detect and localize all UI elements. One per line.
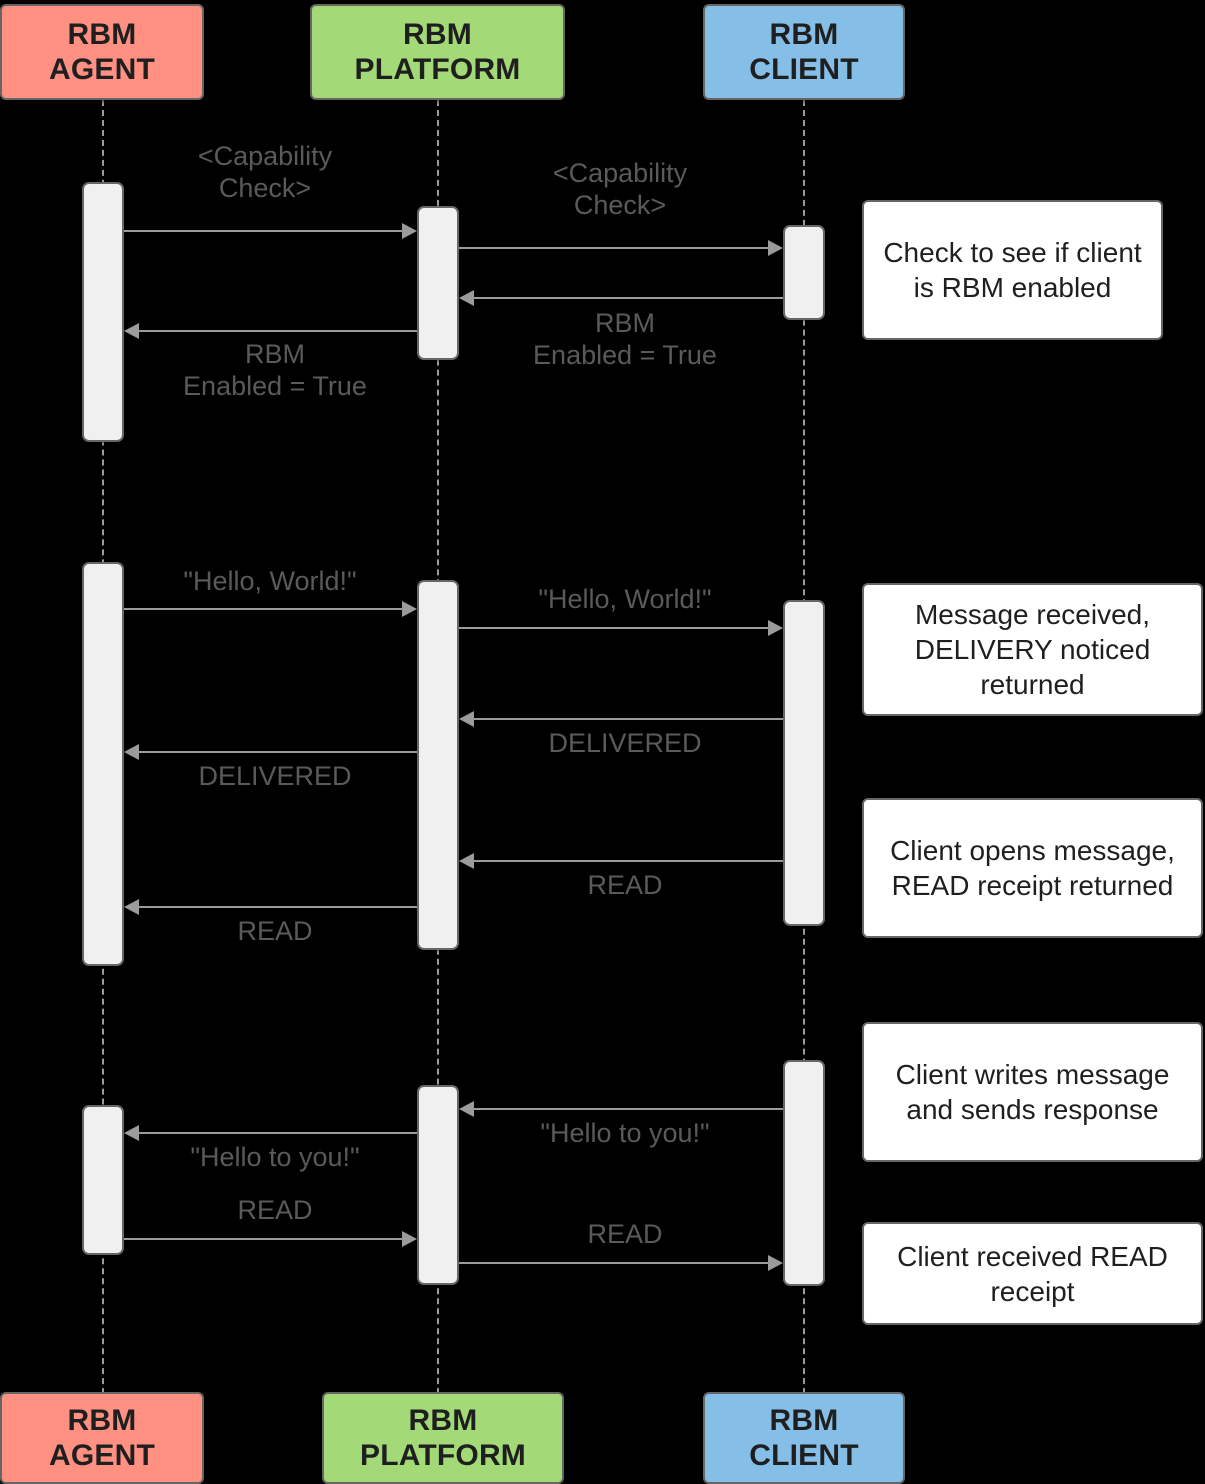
message-label-m11: "Hello to you!" <box>540 1118 710 1148</box>
message-arrowhead-m7 <box>459 711 474 727</box>
message-label-m6: "Hello, World!" <box>538 584 712 614</box>
activation-agent-2[interactable] <box>82 562 124 966</box>
message-arrowhead-m5 <box>402 601 417 617</box>
message-line-m8 <box>139 751 417 753</box>
message-label-m14: READ <box>587 1219 663 1249</box>
note-client-opens-message: Client opens message, READ receipt retur… <box>862 798 1203 938</box>
activation-client-2[interactable] <box>783 600 825 926</box>
activation-platform-1[interactable] <box>417 206 459 360</box>
message-label-m2: <Capability Check> <box>552 158 688 221</box>
activation-platform-3[interactable] <box>417 1085 459 1285</box>
actor-header-client-line1: RBM <box>769 17 839 51</box>
message-label-m10: READ <box>237 916 313 946</box>
message-arrowhead-m12 <box>124 1125 139 1141</box>
actor-header-agent-line1: RBM <box>67 17 137 51</box>
activation-agent-1[interactable] <box>82 182 124 442</box>
message-line-m13 <box>124 1238 402 1240</box>
message-label-m13: READ <box>237 1195 313 1225</box>
actor-footer-client-line2: CLIENT <box>749 1439 859 1472</box>
actor-footer-platform-line2: PLATFORM <box>359 1439 526 1472</box>
message-line-m6 <box>459 627 768 629</box>
message-label-m4: RBM Enabled = True <box>183 339 367 402</box>
activation-platform-2[interactable] <box>417 580 459 950</box>
message-line-m1 <box>124 230 402 232</box>
actor-footer-agent[interactable]: RBM AGENT <box>0 1392 204 1484</box>
message-line-m10 <box>139 906 417 908</box>
note-client-received-read-text: Client received READ receipt <box>897 1240 1168 1307</box>
message-arrowhead-m14 <box>768 1255 783 1271</box>
message-arrowhead-m9 <box>459 853 474 869</box>
note-client-writes-message-text: Client writes message and sends response <box>895 1059 1170 1125</box>
note-capability-check: Check to see if client is RBM enabled <box>862 200 1163 340</box>
message-line-m4 <box>139 330 417 332</box>
message-line-m12 <box>139 1132 417 1134</box>
note-message-received: Message received, DELIVERY noticed retur… <box>862 583 1203 716</box>
note-client-opens-message-text: Client opens message, READ receipt retur… <box>890 835 1175 901</box>
actor-footer-platform[interactable]: RBM PLATFORM <box>322 1392 564 1484</box>
message-line-m3 <box>474 297 783 299</box>
actor-footer-client-line1: RBM <box>769 1403 839 1437</box>
message-label-m1: <Capability Check> <box>197 141 333 204</box>
message-line-m7 <box>474 718 783 720</box>
actor-footer-client[interactable]: RBM CLIENT <box>703 1392 905 1484</box>
message-label-m7: DELIVERED <box>548 728 702 758</box>
activation-agent-3[interactable] <box>82 1105 124 1255</box>
note-message-received-text: Message received, DELIVERY noticed retur… <box>914 599 1151 700</box>
message-label-m5: "Hello, World!" <box>183 566 357 596</box>
message-arrowhead-m1 <box>402 223 417 239</box>
message-label-m12: "Hello to you!" <box>190 1142 360 1172</box>
message-arrowhead-m2 <box>768 240 783 256</box>
actor-header-platform[interactable]: RBM PLATFORM <box>310 4 565 100</box>
message-line-m2 <box>459 247 768 249</box>
message-line-m11 <box>474 1108 783 1110</box>
message-arrowhead-m8 <box>124 744 139 760</box>
message-line-m5 <box>124 608 402 610</box>
actor-header-platform-line2: PLATFORM <box>354 53 521 86</box>
message-label-m9: READ <box>587 870 663 900</box>
note-client-writes-message: Client writes message and sends response <box>862 1022 1203 1162</box>
message-line-m9 <box>474 860 783 862</box>
message-label-m8: DELIVERED <box>198 761 352 791</box>
actor-header-agent-line2: AGENT <box>49 53 155 86</box>
message-arrowhead-m6 <box>768 620 783 636</box>
message-label-m3: RBM Enabled = True <box>533 308 717 371</box>
activation-client-3[interactable] <box>783 1060 825 1286</box>
actor-header-platform-line1: RBM <box>403 17 472 51</box>
actor-footer-agent-line1: RBM <box>67 1403 137 1437</box>
actor-header-agent[interactable]: RBM AGENT <box>0 4 204 100</box>
message-arrowhead-m3 <box>459 290 474 306</box>
actor-footer-platform-line1: RBM <box>408 1403 478 1437</box>
actor-header-client[interactable]: RBM CLIENT <box>703 4 905 100</box>
actor-header-client-line2: CLIENT <box>749 53 859 86</box>
note-capability-check-text: Check to see if client is RBM enabled <box>883 237 1142 303</box>
actor-footer-agent-line2: AGENT <box>49 1439 155 1472</box>
message-arrowhead-m4 <box>124 323 139 339</box>
activation-client-1[interactable] <box>783 225 825 320</box>
message-arrowhead-m11 <box>459 1101 474 1117</box>
message-arrowhead-m13 <box>402 1231 417 1247</box>
message-line-m14 <box>459 1262 768 1264</box>
note-client-received-read: Client received READ receipt <box>862 1222 1203 1325</box>
message-arrowhead-m10 <box>124 899 139 915</box>
